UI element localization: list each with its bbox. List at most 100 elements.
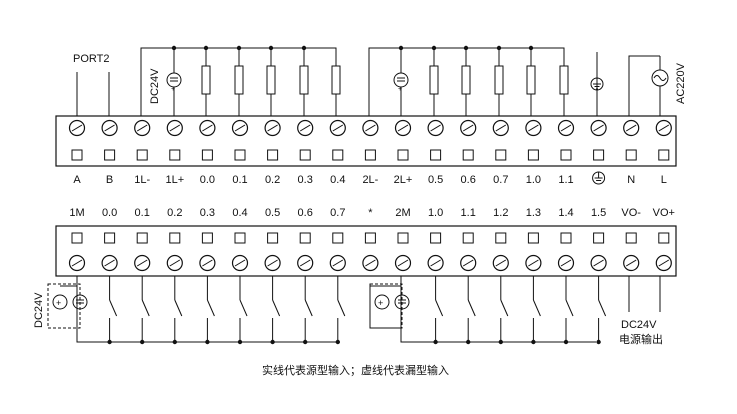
ground-icon (590, 52, 604, 116)
terminal-label: 1L+ (165, 174, 184, 186)
terminal-label: 1.3 (526, 207, 541, 219)
terminal-indicator (169, 149, 181, 161)
switch-icon (335, 276, 346, 345)
terminal-label: 0.0 (102, 207, 117, 219)
switch-icon (498, 276, 509, 345)
load-resistor-icon (429, 65, 569, 116)
switch-icon (140, 276, 150, 345)
terminal-indicator (104, 232, 116, 244)
switch-icon (303, 276, 313, 345)
terminal-label: L (661, 174, 667, 186)
switch-icon (107, 276, 118, 345)
switch-icon (531, 276, 541, 345)
switch-icon (433, 276, 444, 345)
terminal-indicator (527, 149, 539, 161)
terminal-indicator (593, 149, 605, 161)
switch-icon (172, 276, 183, 345)
terminal-label: 1.2 (493, 207, 508, 219)
ac-source-icon (628, 55, 669, 116)
terminal-indicator (364, 232, 376, 244)
bottom-terminal-screws (68, 254, 672, 272)
terminal-label: 1.4 (558, 207, 573, 219)
ac-supply-label: AC220V (675, 62, 687, 104)
terminal-indicator (560, 149, 572, 161)
terminal-label: 1.5 (591, 207, 606, 219)
top-terminal-squares (71, 149, 670, 161)
terminal-label: * (368, 207, 373, 219)
bottom-terminal-squares (71, 232, 670, 244)
terminal-label: 2M (395, 207, 410, 219)
terminal-label: 2L+ (394, 174, 413, 186)
terminal-label: VO+ (653, 207, 675, 219)
terminal-label: N (627, 174, 635, 186)
terminal-label: B (106, 174, 113, 186)
terminal-indicator (495, 149, 507, 161)
terminal-indicator (136, 232, 148, 244)
terminal-indicator (495, 232, 507, 244)
terminal-indicator (71, 149, 83, 161)
terminal-indicator (136, 149, 148, 161)
terminal-indicator (625, 232, 637, 244)
terminal-indicator (267, 149, 279, 161)
terminal-indicator (104, 149, 116, 161)
terminal-label: 0.4 (330, 174, 345, 186)
terminal-label: 0.2 (265, 174, 280, 186)
ground-icon (592, 171, 606, 185)
output-supply-label: DC24V (621, 319, 657, 331)
terminal-label: 1M (69, 207, 84, 219)
terminal-indicator (234, 149, 246, 161)
switch-icon (563, 276, 574, 345)
output-supply-caption: 电源输出 (619, 332, 663, 346)
switch-icon (270, 276, 281, 345)
terminal-label: 0.1 (135, 207, 150, 219)
input-switches-group-1 (107, 276, 346, 345)
terminal-label: 1.1 (558, 174, 573, 186)
terminal-label: 2L- (362, 174, 378, 186)
terminal-indicator (299, 232, 311, 244)
port-label: PORT2 (73, 53, 109, 65)
terminal-indicator (71, 232, 83, 244)
terminal-label: 1.0 (428, 207, 443, 219)
dc-source-icon: + (393, 66, 409, 116)
terminal-label: A (73, 174, 81, 186)
terminal-indicator (658, 232, 670, 244)
switch-icon (466, 276, 476, 345)
left-supply-label: DC24V (33, 292, 45, 328)
terminal-indicator (430, 149, 442, 161)
terminal-label: VO- (621, 207, 641, 219)
terminal-label: 0.4 (232, 207, 247, 219)
switch-icon (237, 276, 248, 345)
dc-source-icon: + (166, 66, 182, 116)
terminal-label: 0.3 (298, 174, 313, 186)
top-terminal-screws (68, 119, 672, 137)
svg-text:+: + (398, 86, 402, 93)
terminal-indicator (462, 149, 474, 161)
terminal-label: 1.0 (526, 174, 541, 186)
switch-icon (205, 276, 215, 345)
input-switches-group-2 (433, 276, 607, 345)
terminal-indicator (397, 232, 409, 244)
terminal-indicator (267, 232, 279, 244)
terminal-label: 0.6 (461, 174, 476, 186)
terminal-label: 0.0 (200, 174, 215, 186)
terminal-label: 0.6 (298, 207, 313, 219)
svg-text:+: + (171, 86, 175, 93)
terminal-indicator (527, 232, 539, 244)
terminal-indicator (234, 232, 246, 244)
terminal-label: 0.5 (428, 174, 443, 186)
terminal-indicator (332, 232, 344, 244)
terminal-indicator (560, 232, 572, 244)
terminal-indicator (625, 149, 637, 161)
terminal-label: 0.7 (493, 174, 508, 186)
dc-source-icon: + (369, 283, 410, 329)
terminal-label: 0.3 (200, 207, 215, 219)
terminal-indicator (299, 149, 311, 161)
terminal-indicator (332, 149, 344, 161)
terminal-indicator (430, 232, 442, 244)
terminal-indicator (462, 232, 474, 244)
terminal-indicator (397, 149, 409, 161)
switch-icon (596, 276, 607, 345)
